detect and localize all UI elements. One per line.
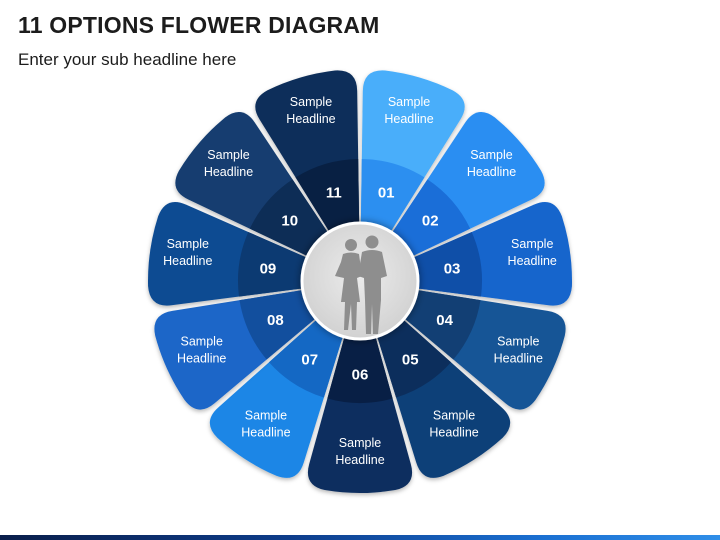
petal-label-line1: Sample bbox=[207, 148, 249, 162]
petal-label-line2: Headline bbox=[286, 112, 335, 126]
petal-label-line1: Sample bbox=[167, 237, 209, 251]
petal-label-line2: Headline bbox=[494, 351, 543, 365]
ring-segment-03 bbox=[413, 231, 482, 297]
page-subtitle: Enter your sub headline here bbox=[18, 50, 237, 69]
bottom-accent-bar bbox=[0, 535, 720, 540]
petal-label-line1: Sample bbox=[511, 237, 553, 251]
option-number-07: 07 bbox=[301, 352, 318, 369]
petal-label-line1: Sample bbox=[497, 334, 539, 348]
ring-segment-09 bbox=[238, 231, 307, 297]
petal-label-line1: Sample bbox=[290, 95, 332, 109]
ring-segment-01 bbox=[360, 159, 425, 232]
option-number-10: 10 bbox=[281, 213, 298, 230]
petal-label-line2: Headline bbox=[241, 425, 290, 439]
ring-segment-02 bbox=[392, 179, 471, 257]
petal-label-line1: Sample bbox=[339, 436, 381, 450]
petal-label-line1: Sample bbox=[388, 95, 430, 109]
petal-label-line2: Headline bbox=[204, 165, 253, 179]
ring-segment-06 bbox=[327, 336, 393, 404]
ring-segment-11 bbox=[295, 159, 360, 232]
ring-segment-08 bbox=[239, 290, 316, 360]
petal-label-line1: Sample bbox=[433, 408, 475, 422]
option-number-02: 02 bbox=[422, 213, 439, 230]
option-number-11: 11 bbox=[326, 184, 342, 201]
option-number-08: 08 bbox=[267, 312, 284, 329]
petal-label-line2: Headline bbox=[508, 254, 557, 268]
ring-segment-10 bbox=[249, 179, 328, 257]
option-number-09: 09 bbox=[260, 260, 277, 277]
petal-label-line2: Headline bbox=[163, 254, 212, 268]
page-title: 11 OPTIONS FLOWER DIAGRAM bbox=[18, 12, 380, 38]
business-people-icon bbox=[335, 235, 387, 334]
ring-segment-07 bbox=[268, 319, 343, 398]
petal-label-line2: Headline bbox=[384, 112, 433, 126]
petal-label-line2: Headline bbox=[335, 453, 384, 467]
option-number-03: 03 bbox=[444, 260, 461, 277]
center-hub bbox=[300, 221, 420, 341]
petal-shape bbox=[307, 324, 413, 493]
option-number-04: 04 bbox=[436, 312, 453, 329]
petal-label-line2: Headline bbox=[467, 165, 516, 179]
number-ring: 01 02 03 04 05 06 07 08 09 10 11 bbox=[238, 159, 482, 404]
petal-label-line1: Sample bbox=[470, 148, 512, 162]
petal-label-line2: Headline bbox=[429, 425, 478, 439]
petal-label-line2: Headline bbox=[177, 351, 226, 365]
center-circle bbox=[300, 221, 420, 341]
petal-label-line1: Sample bbox=[181, 334, 223, 348]
option-number-06: 06 bbox=[352, 367, 369, 384]
option-number-05: 05 bbox=[402, 352, 419, 369]
ring-segment-04 bbox=[404, 290, 481, 360]
option-number-01: 01 bbox=[378, 184, 395, 201]
petal-label-line1: Sample bbox=[245, 408, 287, 422]
ring-segment-05 bbox=[377, 319, 452, 398]
